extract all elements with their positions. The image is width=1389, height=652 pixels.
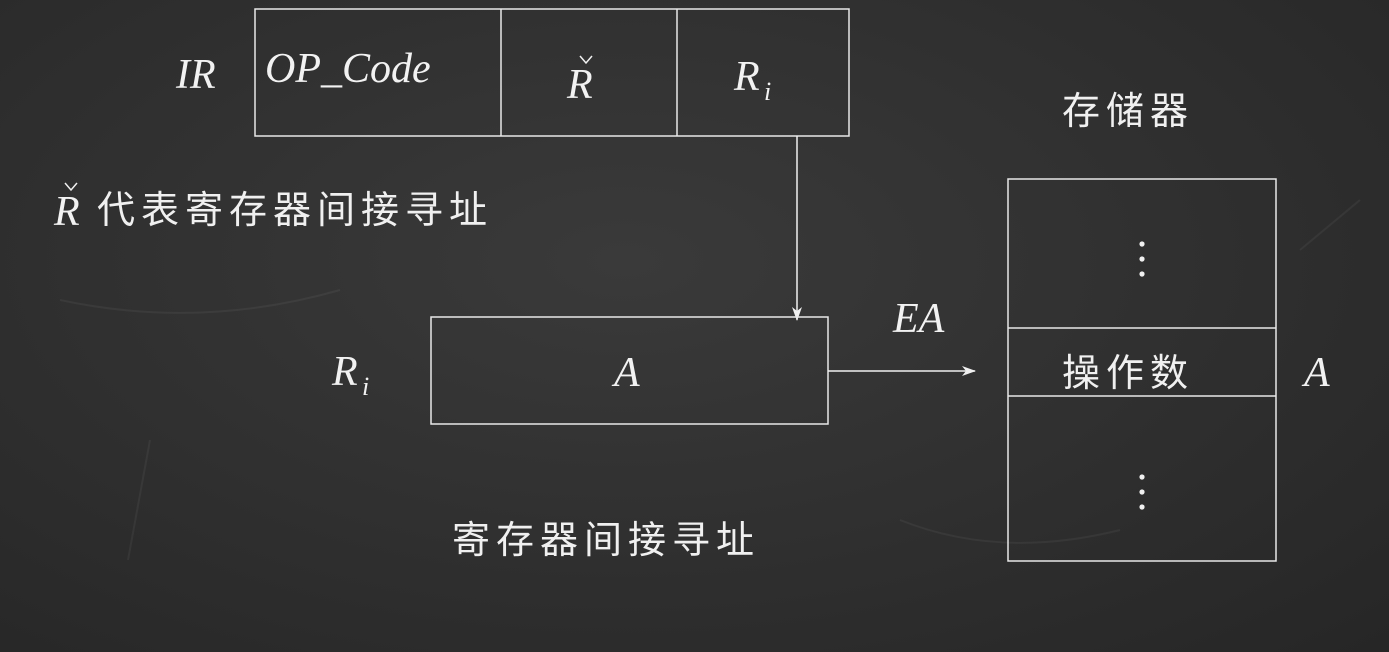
ir-outline <box>254 8 850 137</box>
ir-field-r-indirect: R <box>566 55 593 108</box>
caron-mark <box>579 55 593 65</box>
chalk-smudges <box>59 199 1361 561</box>
ellipsis-dot <box>1139 256 1145 262</box>
caption: 寄存器间接寻址 <box>452 518 760 562</box>
memory-outline <box>1007 178 1277 562</box>
register-label-base: R <box>331 349 358 395</box>
note-symbol: R <box>53 189 80 235</box>
memory: 存储器 ⋮ 操作数 ⋮ A <box>1007 89 1330 562</box>
ir-field-r: R <box>566 62 593 108</box>
memory-title: 存储器 <box>1062 89 1194 133</box>
legend-note: R 代表寄存器间接寻址 <box>53 182 493 235</box>
ir-label: IR <box>175 52 216 98</box>
ellipsis-dot <box>1139 241 1145 247</box>
register-content: A <box>611 350 640 396</box>
memory-bottom-ellipsis: ⋮ <box>1139 474 1145 510</box>
ellipsis-dot <box>1139 271 1145 277</box>
ir-field-ri-sub: i <box>764 77 771 106</box>
memory-operand: 操作数 <box>1062 351 1194 395</box>
register-label-sub: i <box>362 372 369 401</box>
ir-field-ri-base: R <box>733 54 760 100</box>
ea-pointer: EA <box>828 296 976 376</box>
memory-address-label: A <box>1301 350 1330 396</box>
ellipsis-dot <box>1139 474 1145 480</box>
ea-label: EA <box>892 296 945 342</box>
ir-field-ri: R i <box>733 54 771 106</box>
register-ri: R i A <box>331 316 829 425</box>
ir-register: OP_Code R R i <box>254 8 850 137</box>
ellipsis-dot <box>1139 504 1145 510</box>
note-caron-mark <box>64 182 78 192</box>
ellipsis-dot <box>1139 489 1145 495</box>
ir-field-opcode: OP_Code <box>265 46 431 92</box>
memory-top-ellipsis: ⋮ <box>1139 241 1145 277</box>
note-text: 代表寄存器间接寻址 <box>97 188 493 232</box>
